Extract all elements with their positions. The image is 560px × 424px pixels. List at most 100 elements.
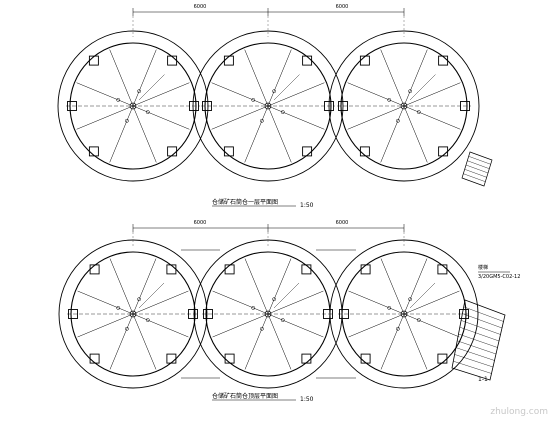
top-dimension-left: 6000 (194, 4, 207, 10)
top-anchor-2-6 (408, 89, 412, 94)
bottom-anchor-0-6 (137, 297, 141, 302)
bottom-column-1-0 (203, 309, 213, 319)
stair-tread-9 (453, 361, 492, 374)
bottom-column-1-5 (301, 353, 312, 364)
bottom-dimension-left: 6000 (194, 220, 207, 226)
stair-tread-1 (463, 306, 504, 322)
top-stair-tread-3 (465, 164, 489, 174)
top-spoke-1-3 (211, 105, 269, 130)
detail-callout: 3/20GM5-C02-12 (478, 274, 520, 280)
bottom-spoke-1-3 (212, 313, 269, 338)
top-spoke-0-6 (132, 49, 157, 107)
top-radius-mark-1 (273, 74, 300, 101)
top-anchor-2-2 (396, 118, 400, 123)
top-column-2-3 (438, 55, 449, 66)
top-anchor-2-0 (416, 110, 421, 114)
top-anchor-1-2 (260, 118, 264, 123)
bottom-anchor-2-2 (396, 326, 400, 331)
top-spoke-0-4 (76, 82, 134, 107)
top-anchor-0-0 (145, 110, 150, 114)
bottom-anchor-2-6 (408, 297, 412, 302)
bottom-spoke-1-0 (267, 313, 324, 338)
top-radius-mark-0 (138, 74, 165, 101)
top-stair-tread-4 (464, 169, 487, 178)
section-mark: 1-1 (478, 376, 488, 383)
annotations: 仓储矿石筒仓一层平面图 1:50 6000 6000 仓储矿石筒仓顶层平面图 1… (194, 4, 548, 417)
bottom-column-2-4 (360, 353, 371, 364)
top-stair-tread-2 (467, 160, 490, 169)
top-spoke-1-2 (244, 105, 269, 163)
top-anchor-0-6 (137, 89, 141, 94)
bottom-spoke-2-2 (380, 313, 405, 370)
bottom-dimension-right: 6000 (336, 220, 349, 226)
top-spoke-2-6 (403, 49, 428, 107)
stair-tread-4 (459, 327, 500, 342)
bottom-column-0-4 (89, 353, 100, 364)
bottom-spoke-0-2 (109, 313, 134, 370)
bottom-column-2-5 (437, 353, 448, 364)
top-column-2-4 (359, 146, 370, 157)
top-spoke-0-1 (132, 105, 157, 163)
top-anchor-0-4 (116, 98, 121, 102)
top-spoke-2-4 (347, 82, 405, 107)
stair-tread-5 (458, 333, 498, 348)
top-spoke-1-1 (267, 105, 292, 163)
staircase (451, 271, 510, 381)
bottom-column-0-1 (188, 309, 198, 319)
stair-tread-6 (457, 340, 497, 355)
top-column-2-5 (438, 146, 449, 157)
top-stair-tread-5 (463, 173, 486, 182)
bottom-column-2-3 (437, 264, 448, 275)
bottom-column-1-4 (224, 353, 235, 364)
stair-tread-3 (461, 320, 501, 335)
top-stair-tread-1 (468, 156, 491, 165)
top-spoke-0-0 (132, 105, 190, 130)
bottom-spoke-1-2 (244, 313, 269, 370)
bottom-anchor-2-0 (416, 318, 421, 322)
bottom-column-2-2 (360, 264, 371, 275)
bottom-spoke-2-6 (403, 258, 428, 315)
bottom-spoke-1-7 (267, 290, 324, 315)
top-column-0-1 (189, 101, 199, 111)
top-column-1-5 (302, 146, 313, 157)
top-spoke-2-7 (403, 82, 461, 107)
bottom-spoke-0-1 (132, 313, 157, 370)
bottom-spoke-1-4 (212, 290, 269, 315)
bottom-radius-mark-2 (409, 282, 436, 309)
bottom-spoke-1-6 (267, 258, 292, 315)
bottom-radius-mark-1 (273, 282, 300, 309)
stair-tread-2 (462, 313, 503, 329)
top-spoke-2-0 (403, 105, 461, 130)
stair-tread-8 (454, 354, 494, 368)
bottom-column-1-3 (301, 264, 312, 275)
top-column-1-2 (223, 55, 234, 66)
top-spoke-0-5 (109, 49, 134, 107)
bottom-anchor-1-6 (272, 297, 276, 302)
bottom-spoke-2-3 (348, 313, 405, 338)
bottom-spoke-2-5 (380, 258, 405, 315)
watermark: zhulong.com (490, 407, 548, 417)
top-anchor-1-4 (251, 98, 256, 102)
top-column-1-1 (324, 101, 334, 111)
bottom-radius-mark-0 (138, 282, 165, 309)
bottom-spoke-1-5 (244, 258, 269, 315)
bottom-spoke-0-4 (77, 290, 134, 315)
top-anchor-0-2 (125, 118, 129, 123)
bottom-spoke-2-7 (403, 290, 460, 315)
bottom-column-2-1 (459, 309, 469, 319)
bottom-column-0-5 (166, 353, 177, 364)
top-column-1-0 (202, 101, 212, 111)
top-column-1-4 (223, 146, 234, 157)
bottom-spoke-0-7 (132, 290, 189, 315)
top-column-0-4 (88, 146, 99, 157)
bottom-anchor-0-4 (116, 306, 121, 310)
top-column-0-3 (167, 55, 178, 66)
bottom-column-1-1 (323, 309, 333, 319)
top-column-0-5 (167, 146, 178, 157)
top-plan-title: 仓储矿石筒仓一层平面图 (212, 198, 278, 206)
top-radius-mark-2 (409, 74, 436, 101)
top-spoke-2-2 (380, 105, 405, 163)
bottom-anchor-1-0 (280, 318, 285, 322)
